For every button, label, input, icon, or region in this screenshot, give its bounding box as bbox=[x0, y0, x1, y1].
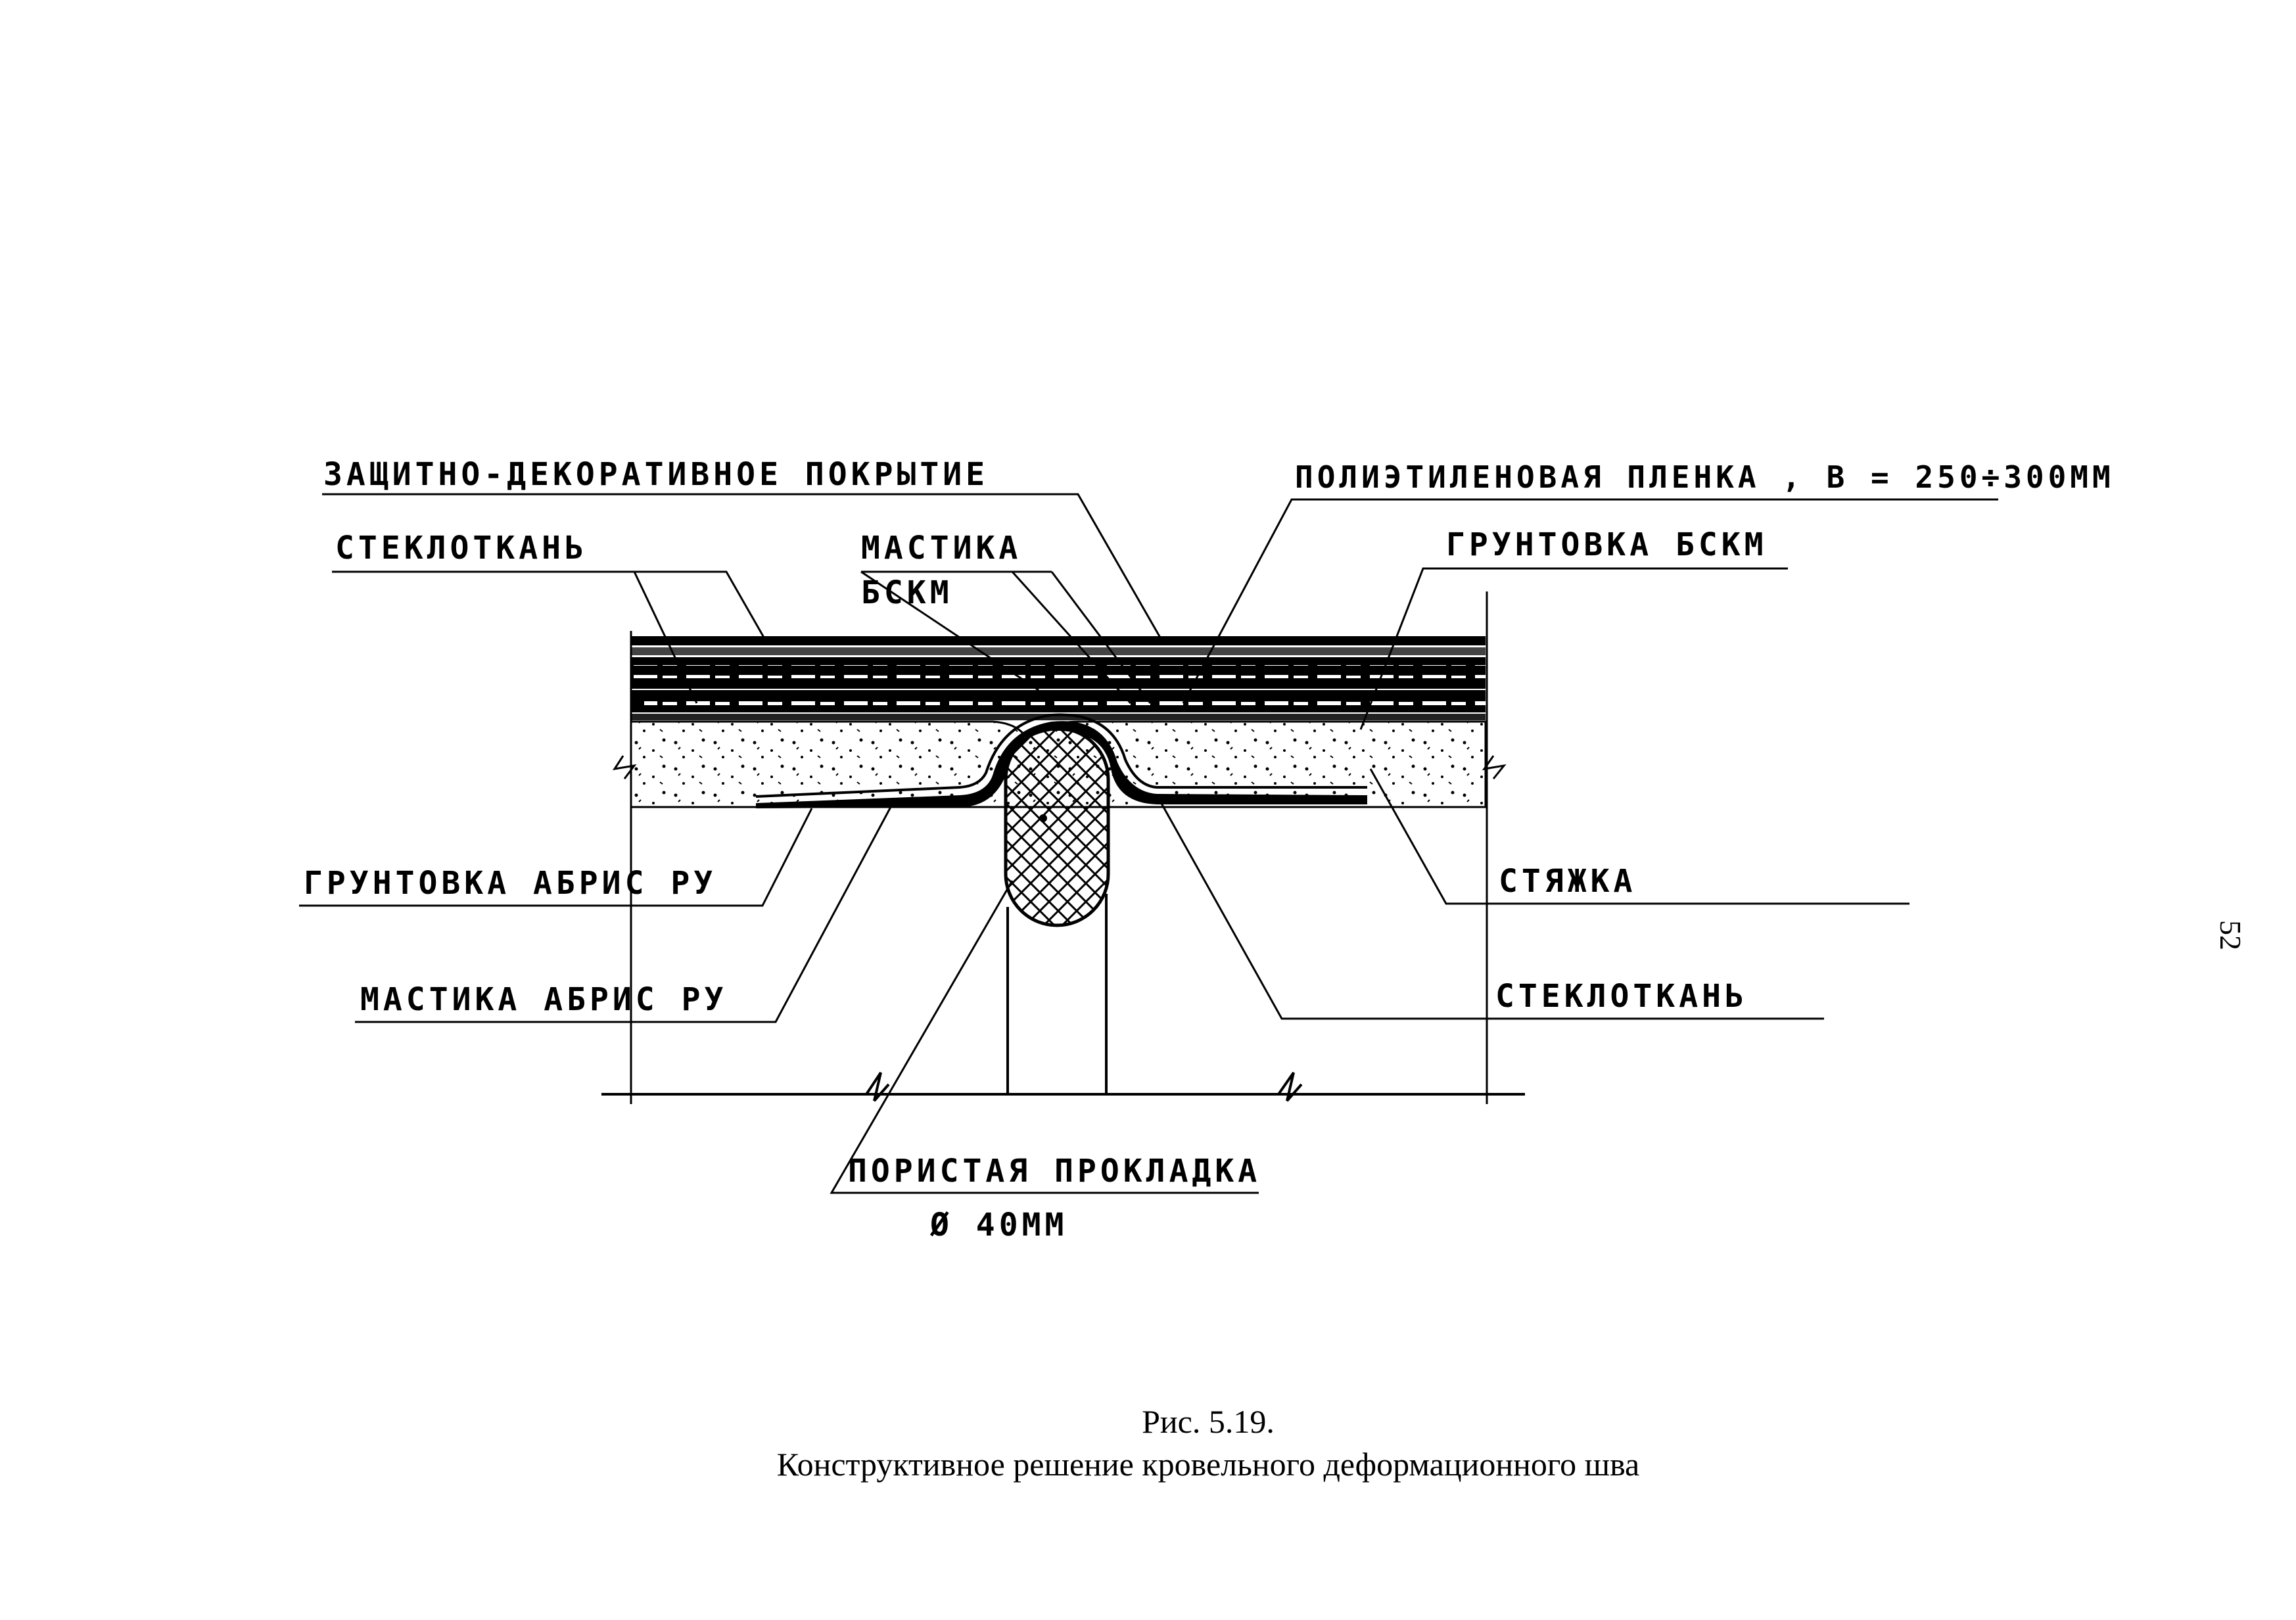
label-bskm: БСКМ bbox=[861, 574, 953, 611]
leader-mastic-3 bbox=[1050, 571, 1152, 704]
leader-fiberglass-top-2 bbox=[633, 571, 698, 704]
leader-mastic-1 bbox=[860, 570, 1039, 691]
label-mastic: МАСТИКА bbox=[861, 530, 1021, 567]
label-mastic-abrisru: МАСТИКА АБРИС РУ bbox=[360, 981, 727, 1018]
leader-protective-coating bbox=[322, 493, 1161, 638]
break-mark-right bbox=[1277, 1071, 1303, 1102]
label-protective-coating: ЗАЩИТНО-ДЕКОРАТИВНОЕ ПОКРЫТИЕ bbox=[323, 456, 989, 493]
label-porous-gasket: ПОРИСТАЯ ПРОКЛАДКА bbox=[848, 1153, 1261, 1190]
mastic-abrisru-layer bbox=[755, 713, 1367, 798]
figure-title: Конструктивное решение кровельного дефор… bbox=[777, 1446, 1640, 1483]
primer-bskm-layer bbox=[631, 714, 1486, 720]
protective-coating-layer bbox=[631, 636, 1486, 645]
label-fiberglass-bottom: СТЕКЛОТКАНЬ bbox=[1495, 978, 1748, 1015]
label-polyethylene-film: ПОЛИЭТИЛЕНОВАЯ ПЛЕНКА , В = 250÷300ММ bbox=[1295, 459, 2115, 495]
leader-screed bbox=[1369, 768, 1909, 905]
leader-fiberglass-bottom bbox=[1156, 795, 1824, 1020]
leader-primer-abrisru bbox=[299, 808, 813, 907]
leader-fiberglass-top bbox=[332, 570, 767, 641]
gasket-center-dot bbox=[1039, 814, 1047, 822]
leader-lines bbox=[299, 493, 1998, 1194]
label-fiberglass-top: СТЕКЛОТКАНЬ bbox=[335, 530, 588, 567]
page-number: 52 bbox=[2214, 920, 2247, 950]
polyethylene-film-layer bbox=[631, 647, 1486, 655]
porous-gasket bbox=[1004, 726, 1110, 927]
label-gasket-diameter: Ø 40ММ bbox=[929, 1207, 1067, 1243]
leader-mastic-2 bbox=[1011, 570, 1132, 705]
roof-section bbox=[601, 591, 1525, 1104]
label-primer-abrisru: ГРУНТОВКА АБРИС РУ bbox=[304, 865, 716, 902]
label-primer-bskm: ГРУНТОВКА БСКМ bbox=[1446, 526, 1768, 563]
fiberglass-dashes-2 bbox=[644, 695, 1486, 708]
edge-break-right bbox=[1482, 755, 1507, 779]
leader-polyethylene-film bbox=[1182, 498, 1998, 704]
break-mark-left bbox=[865, 1071, 890, 1102]
fiberglass-dashes-1 bbox=[631, 665, 1486, 678]
labels: ЗАЩИТНО-ДЕКОРАТИВНОЕ ПОКРЫТИЕ СТЕКЛОТКАН… bbox=[304, 456, 2115, 1243]
label-screed: СТЯЖКА bbox=[1499, 863, 1636, 900]
fiberglass-bottom-layer bbox=[756, 721, 1367, 808]
leader-mastic-abrisru bbox=[355, 806, 892, 1023]
figure-caption: Рис. 5.19. Конструктивное решение кровел… bbox=[777, 1403, 1640, 1483]
leader-porous-gasket bbox=[830, 880, 1259, 1194]
edge-break-left bbox=[612, 755, 637, 779]
figure-number: Рис. 5.19. bbox=[1142, 1403, 1275, 1440]
leader-primer-bskm bbox=[1359, 567, 1788, 730]
